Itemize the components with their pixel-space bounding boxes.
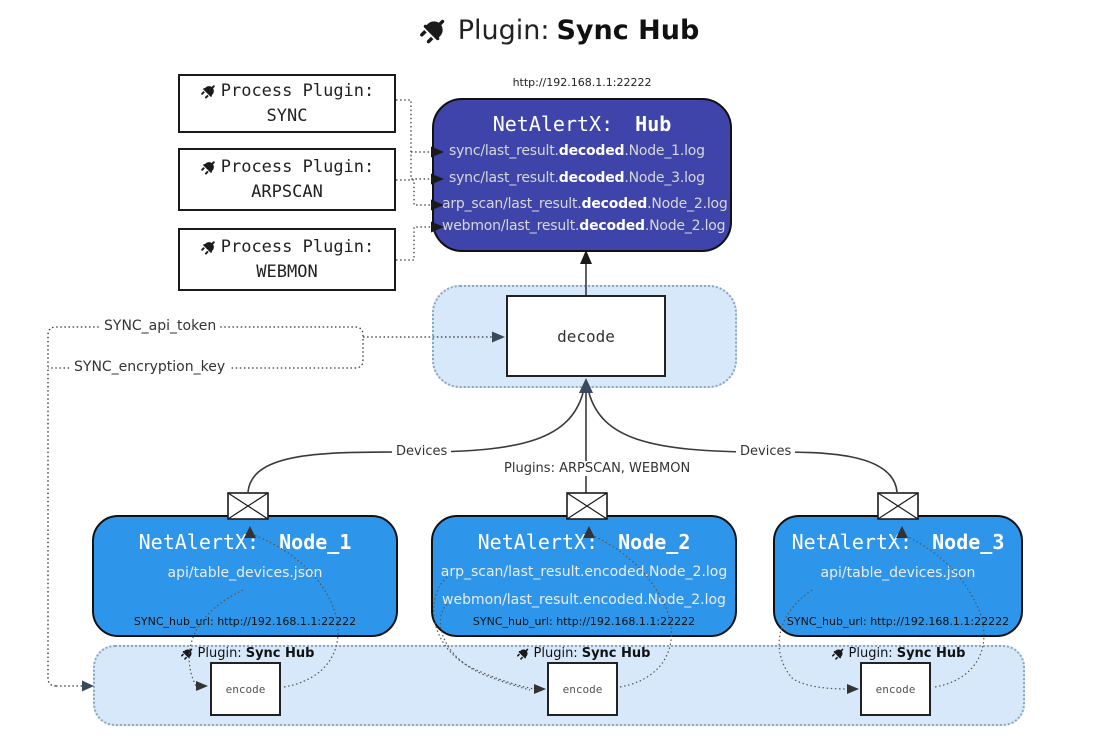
process-plugin-sync: Process Plugin: SYNC <box>178 74 396 133</box>
hub-url: http://192.168.1.1:22222 <box>512 76 652 89</box>
encode-label: encode <box>562 682 603 696</box>
node-title: NetAlertX: Node_1 <box>138 530 352 554</box>
title-name: Sync Hub <box>556 14 700 46</box>
arrowhead-into-hub <box>580 250 592 264</box>
envelope-icon <box>877 492 919 520</box>
process-plugin-webmon: Process Plugin: WEBMON <box>178 228 396 291</box>
title-prefix: Plugin: <box>457 14 550 46</box>
process-plugin-label: Process Plugin: <box>220 156 375 177</box>
edge-label-devices-right: Devices <box>736 444 796 459</box>
plug-icon <box>418 14 450 46</box>
encode-label: encode <box>875 682 916 696</box>
process-plugin-name: SYNC <box>266 105 308 126</box>
hub-log-line: sync/last_result.decoded.Node_1.log <box>449 143 705 159</box>
stub-arpscan-to-hub <box>396 179 431 206</box>
process-plugin-label: Process Plugin: <box>220 80 375 101</box>
node-line: api/table_devices.json <box>820 565 976 581</box>
band-plugin-label-1: Plugin:Sync Hub <box>147 646 347 661</box>
node-line: webmon/last_result.encoded.Node_2.log <box>442 592 726 608</box>
node-3-box: NetAlertX: Node_3 api/table_devices.json… <box>773 515 1023 637</box>
node-line: arp_scan/last_result.encoded.Node_2.log <box>440 564 728 580</box>
hub-log-line: webmon/last_result.decoded.Node_2.log <box>442 218 726 234</box>
process-plugin-label: Process Plugin: <box>220 236 375 257</box>
hub-box: NetAlertX: Hub sync/last_result.decoded.… <box>432 98 732 252</box>
plug-icon <box>180 646 195 661</box>
node-hub-url: SYNC_hub_url: http://192.168.1.1:22222 <box>472 615 696 628</box>
edge-node1-to-decode <box>247 392 584 493</box>
band-plugin-label-2: Plugin:Sync Hub <box>483 646 683 661</box>
hub-title-prefix: NetAlertX: <box>492 112 614 136</box>
band-plugin-label-3: Plugin:Sync Hub <box>798 646 998 661</box>
diagram-title: Plugin: Sync Hub <box>0 14 1117 46</box>
sync-api-token-label: SYNC_api_token <box>100 318 221 334</box>
edge-label-devices-left: Devices <box>392 444 452 459</box>
plug-icon <box>200 82 218 100</box>
edge-label-plugins: Plugins: ARPSCAN, WEBMON <box>500 461 695 476</box>
hub-title-name: Hub <box>635 112 672 136</box>
envelope-icon <box>566 492 608 520</box>
encode-box-2: encode <box>547 662 618 716</box>
encode-label: encode <box>225 682 266 696</box>
sync-encryption-key-label: SYNC_encryption_key <box>70 359 230 375</box>
envelope-icon <box>227 492 269 520</box>
node-title: NetAlertX: Node_3 <box>791 530 1005 554</box>
process-plugin-name: ARPSCAN <box>251 181 323 202</box>
encode-box-1: encode <box>210 662 281 716</box>
plug-icon <box>516 646 531 661</box>
decode-box: decode <box>506 295 666 377</box>
node-line: api/table_devices.json <box>167 565 323 581</box>
plug-icon <box>200 158 218 176</box>
edge-node3-to-decode <box>588 392 898 493</box>
hub-log-line: arp_scan/last_result.decoded.Node_2.log <box>442 196 728 212</box>
encode-box-3: encode <box>860 662 931 716</box>
plug-icon <box>200 238 218 256</box>
node-2-box: NetAlertX: Node_2 arp_scan/last_result.e… <box>431 515 737 637</box>
node-hub-url: SYNC_hub_url: http://192.168.1.1:22222 <box>133 615 357 628</box>
node-hub-url: SYNC_hub_url: http://192.168.1.1:22222 <box>786 615 1010 628</box>
stub-sync-to-hub <box>396 99 431 180</box>
stub-webmon-to-hub <box>396 226 431 261</box>
process-plugin-name: WEBMON <box>256 261 318 282</box>
decode-label: decode <box>557 326 615 346</box>
node-title: NetAlertX: Node_2 <box>477 530 691 554</box>
hub-log-line: sync/last_result.decoded.Node_3.log <box>449 170 705 186</box>
hub-title: NetAlertX: Hub <box>434 112 730 136</box>
node-1-box: NetAlertX: Node_1 api/table_devices.json… <box>92 515 398 637</box>
process-plugin-arpscan: Process Plugin: ARPSCAN <box>178 148 396 211</box>
plug-icon <box>831 646 846 661</box>
